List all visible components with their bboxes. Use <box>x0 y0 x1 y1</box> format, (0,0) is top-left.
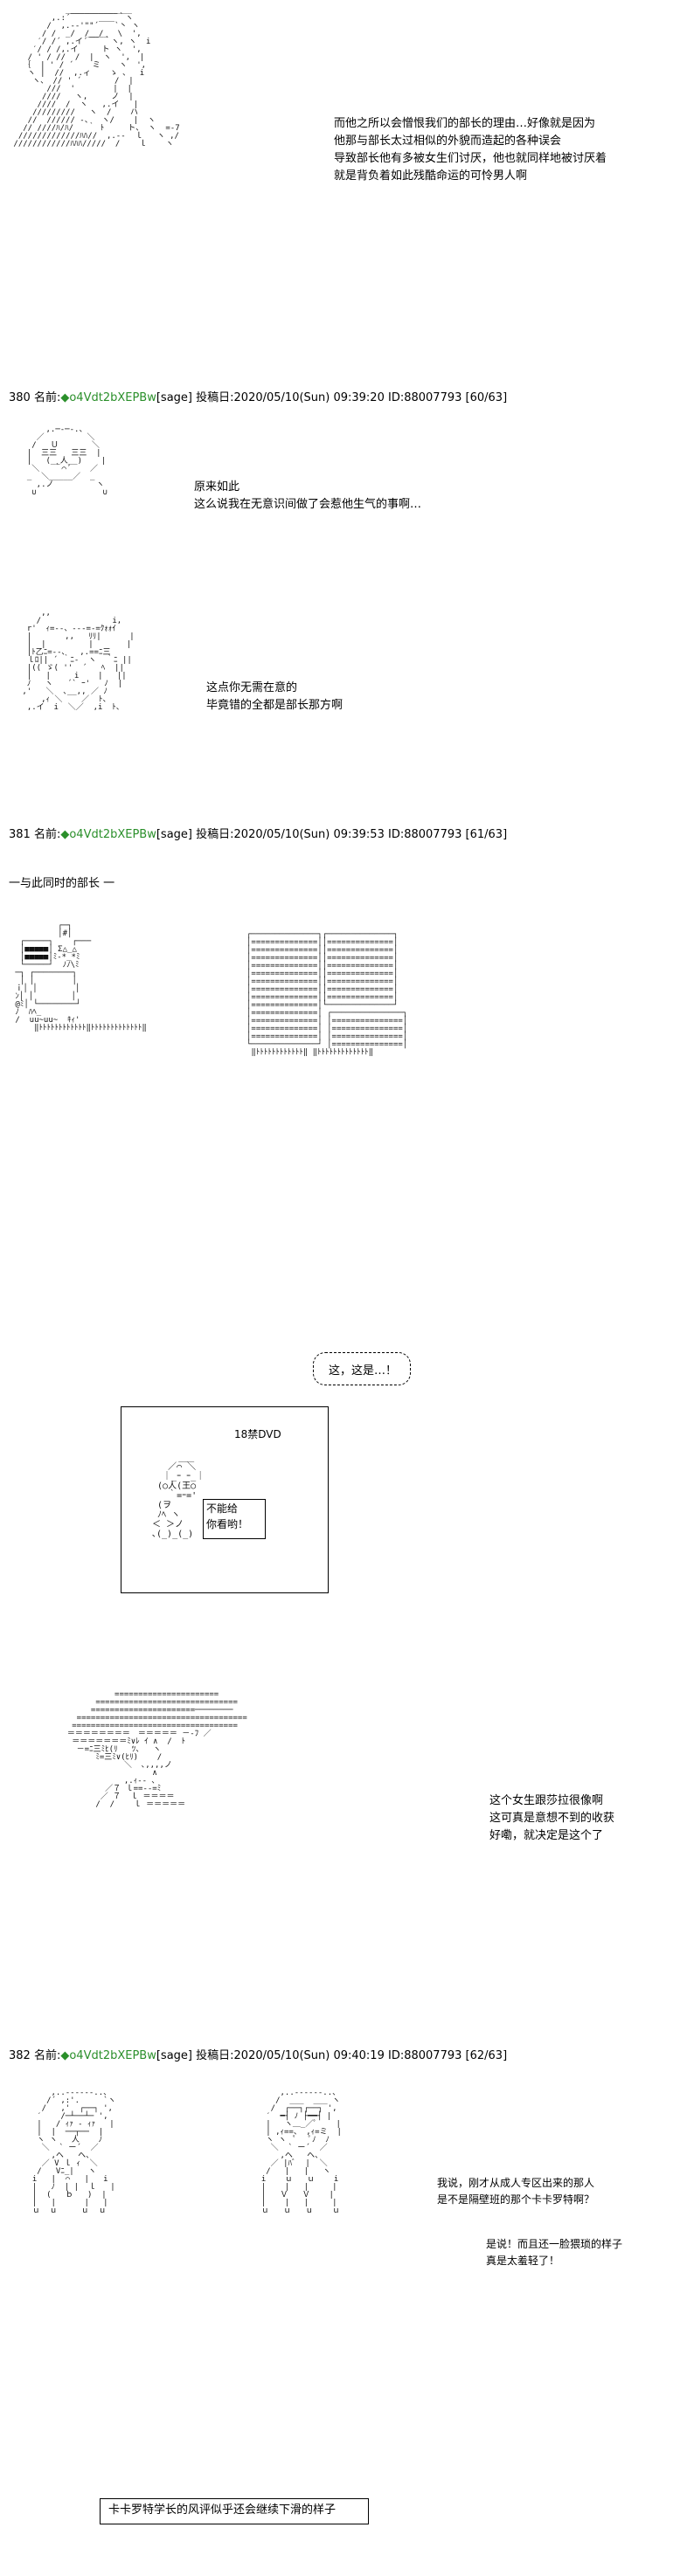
post-header-381: 381 名前:◆o4Vdt2bXEPBw[sage] 投稿日:2020/05/1… <box>9 828 507 842</box>
post-id: ID:88007793 <box>388 391 462 404</box>
mail-field: [sage] <box>156 391 192 404</box>
name-label: 名前: <box>33 828 61 841</box>
bubble-frame <box>313 1352 411 1385</box>
ascii-art-dvd-shelves: ┌──────────────┐┌──────────────┐ │======… <box>246 930 408 1057</box>
post-id: ID:88007793 <box>388 2049 462 2062</box>
post-count: [62/63] <box>465 2049 508 2062</box>
name-label: 名前: <box>33 2049 61 2062</box>
mail-field: [sage] <box>156 828 192 841</box>
post-date: 2020/05/10(Sun) 09:39:53 <box>233 828 385 841</box>
ascii-art-dvd-character: ___ ／⌒ ＼ ｜_ｰ ｰ_｜ (○人(王○ ｀=ｰ=' (ヲ ﾉﾍ ヽ ＜ … <box>152 1453 205 1539</box>
dialogue-block-1: 而他之所以会憎恨我们的部长的理由…好像就是因为 他那与部长太过相似的外貌而造起的… <box>334 117 607 183</box>
ascii-art-speedlines-face: ====================== =================… <box>66 1690 247 1809</box>
post-header-380: 380 名前:◆o4Vdt2bXEPBw[sage] 投稿日:2020/05/1… <box>9 391 507 405</box>
ascii-art-glasses-man: ,, / i, r' ｨ=‐-、-‐-=‐=ｸｫｫｲ | ,, ﾘﾘ| | | … <box>22 609 135 712</box>
ascii-art-girl-left: ,..-‐‐‐‐-..、 /´ ,:'. `ヽ / ,' ┌──┐ ', ′ /… <box>31 2089 116 2215</box>
post-id: ID:88007793 <box>388 828 462 841</box>
dialogue-block-4a: 我说，刚才从成人专区出来的那人 是不是隔壁班的那个卡卡罗特啊？ <box>437 2177 595 2206</box>
date-label: 投稿日: <box>196 2049 234 2062</box>
post-count: [60/63] <box>465 391 508 404</box>
post-header-382: 382 名前:◆o4Vdt2bXEPBw[sage] 投稿日:2020/05/1… <box>9 2049 507 2063</box>
dvd-sign-frame <box>203 1499 266 1539</box>
dialogue-block-3: 这个女生跟莎拉很像啊 这可真是意想不到的收获 好嘞，就决定是这个了 <box>489 1794 615 1842</box>
dvd-title: 18禁DVD <box>234 1428 281 1440</box>
post-date: 2020/05/10(Sun) 09:40:19 <box>233 2049 385 2062</box>
dvd-cover-frame <box>121 1406 329 1593</box>
dialogue-block-2b: 这点你无需在意的 毕竟错的全都是部长那方啊 <box>206 681 343 712</box>
mail-field: [sage] <box>156 2049 192 2062</box>
date-label: 投稿日: <box>196 391 234 404</box>
dvd-sign-text: 不能给 你看哟！ <box>206 1502 249 1530</box>
post-number: 380 <box>9 391 31 404</box>
post-number: 382 <box>9 2049 31 2062</box>
scene-caption: 一与此同时的部长 一 <box>9 877 115 890</box>
date-label: 投稿日: <box>196 828 234 841</box>
tripcode[interactable]: ◆o4Vdt2bXEPBw <box>60 391 156 404</box>
post-date: 2020/05/10(Sun) 09:39:20 <box>233 391 385 404</box>
footer-caption: 卡卡罗特学长的风评似乎还会继续下滑的样子 <box>108 2503 337 2517</box>
post-number: 381 <box>9 828 31 841</box>
post-count: [61/63] <box>465 828 508 841</box>
ascii-art-girl-right: ,..-‐‐‐‐-..、 / ___ ___ ヽ / ┌──┐┌──┐ ', ′… <box>260 2089 342 2215</box>
ascii-art-round-face: ,.─‐─‐.、 ／ ＼ / Ｕ ＼ | 三三 三三 | | (__人__) |… <box>26 425 108 497</box>
tripcode[interactable]: ◆o4Vdt2bXEPBw <box>60 828 156 841</box>
ascii-art-tall-man: ______________ ,.:´￣￣￣￣￣￣｀ヽ / ,.-‐'""´￣￣… <box>13 6 180 148</box>
speech-bubble: 这，这是…！ <box>329 1364 398 1378</box>
dialogue-block-2a: 原来如此 这么说我在无意识间做了会惹他生气的事啊… <box>194 480 422 511</box>
tripcode[interactable]: ◆o4Vdt2bXEPBw <box>60 2049 156 2062</box>
name-label: 名前: <box>33 391 61 404</box>
ascii-art-store-counter: ┌─┐ │#│ ┌─────┐ ┌─── │■■■■■│ Σ△_△ │■■■■■… <box>15 922 147 1032</box>
dialogue-block-4b: 是说！而且还一脸猥琐的样子 真是太羞轻了！ <box>486 2238 623 2267</box>
footer-caption-box <box>100 2498 369 2524</box>
